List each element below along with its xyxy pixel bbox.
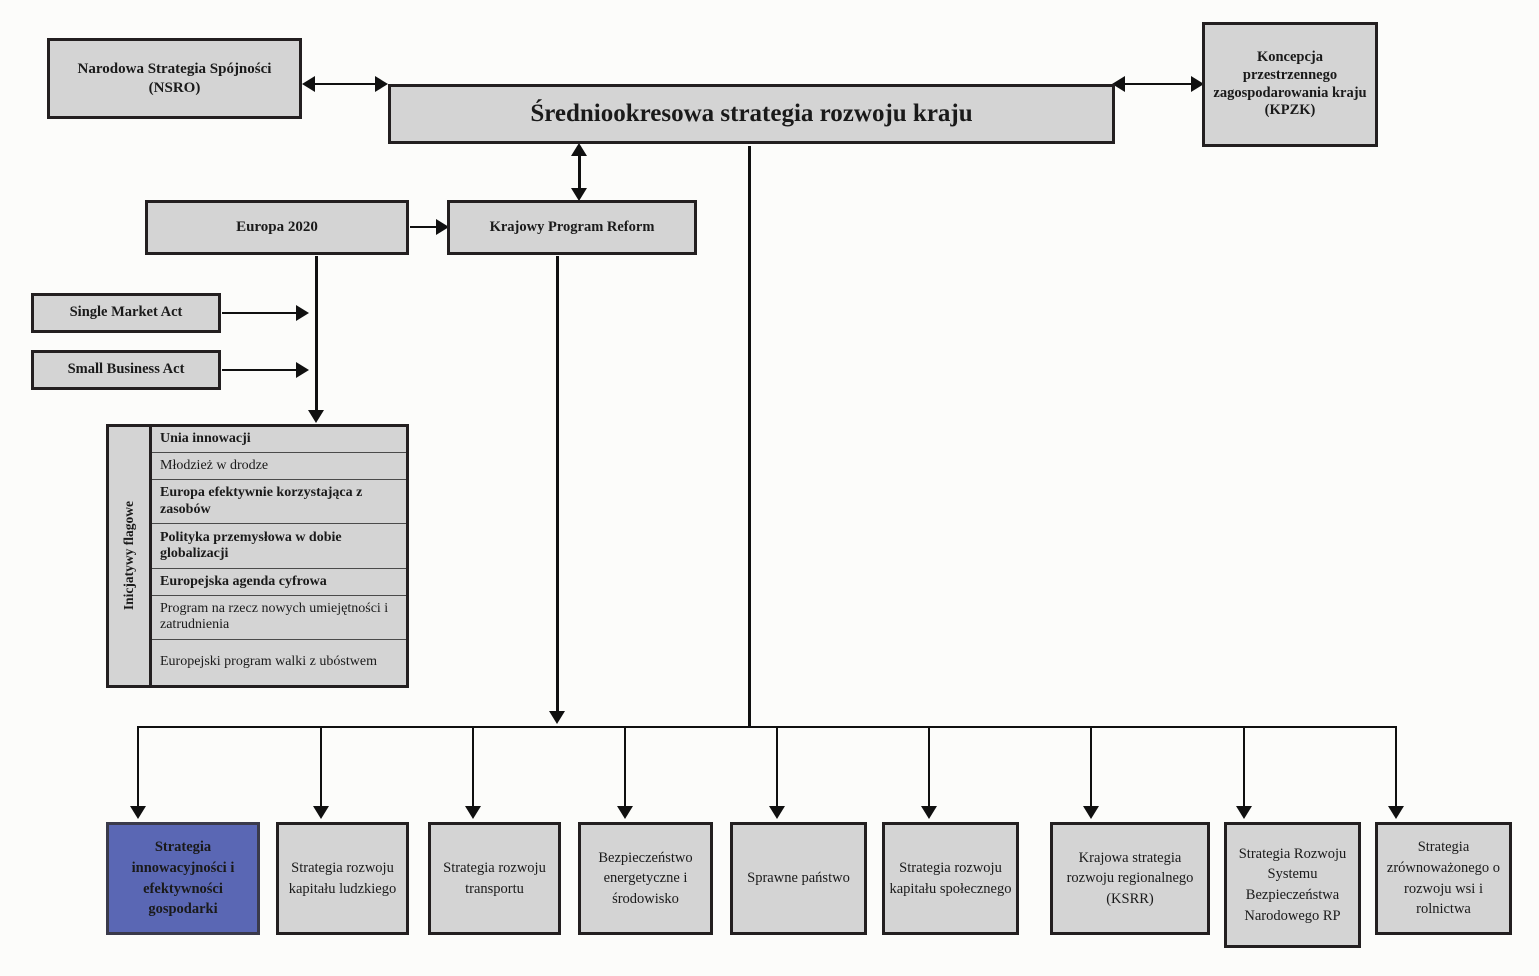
connector-europa-drop [315,256,318,413]
arrowhead-left-strategy-from-kpzk [1112,76,1125,92]
flagship-row[interactable]: Program na rzecz nowych umiejętności i z… [152,596,406,641]
box-kpzk[interactable]: Koncepcja przestrzennego zagospodarowani… [1202,22,1378,147]
box-small-business-act[interactable]: Small Business Act [31,350,221,390]
arrowhead-right-from-small-business [296,362,309,378]
flagship-row-label: Europejska agenda cyfrowa [160,573,327,589]
strategy-box-label: Strategia rozwoju transportu [443,859,546,897]
connector-kpzk-to-strategy [1118,83,1200,86]
strategy-box-transport[interactable]: Strategia rozwoju transportu [428,822,561,935]
strategy-box-label: Strategia zrównoważonego o rozwoju wsi i… [1386,839,1501,918]
drop-line-strategy-3 [472,726,475,810]
box-single-market-act-label: Single Market Act [69,304,183,321]
arrowhead-right-strategy-from-nsro [375,76,388,92]
box-krajowy-program-reform[interactable]: Krajowy Program Reform [447,200,697,255]
strategy-box-kapital-ludzki[interactable]: Strategia rozwoju kapitału ludzkiego [276,822,409,935]
flagship-initiatives-table: Inicjatywy flagowe Unia innowacji Młodzi… [106,424,409,688]
flagship-row-label: Polityka przemysłowa w dobie globalizacj… [160,529,342,562]
box-krajowy-program-reform-label: Krajowy Program Reform [489,218,655,235]
strategy-box-label: Strategia innowacyjności i efektywności … [131,839,235,918]
arrowhead-right-kpr-from-europa [436,219,449,235]
flagship-row-label: Młodzież w drodze [160,457,269,473]
flagship-initiatives-side-header: Inicjatywy flagowe [109,427,152,685]
distribution-bus [137,726,1397,729]
box-mid-term-strategy[interactable]: Średniookresowa strategia rozwoju kraju [388,84,1115,144]
strategy-box-srsbn[interactable]: Strategia Rozwoju Systemu Bezpieczeństwa… [1224,822,1361,948]
box-small-business-act-label: Small Business Act [67,361,185,378]
strategy-box-ksrr[interactable]: Krajowa strategia rozwoju regionalnego (… [1050,822,1210,935]
arrowhead-down-strategy-3 [465,806,481,819]
flagship-row[interactable]: Europejski program walki z ubóstwem [152,640,406,685]
flagship-row-label: Europa efektywnie korzystająca z zasobów [160,485,363,517]
connector-single-market-to-europa-line [222,312,300,315]
arrowhead-left-nsro [302,76,315,92]
arrowhead-down-strategy-9 [1388,806,1404,819]
strategy-box-label: Strategia rozwoju kapitału społecznego [889,859,1012,897]
flagship-row-label: Unia innowacji [160,431,251,447]
flagship-row-label: Program na rzecz nowych umiejętności i z… [160,600,389,633]
strategy-box-rozwoj-wsi[interactable]: Strategia zrównoważonego o rozwoju wsi i… [1375,822,1512,935]
strategy-box-label: Bezpieczeństwo energetyczne i środowisko [598,849,693,907]
drop-line-strategy-2 [320,726,323,810]
connector-strategy-drop-to-bus [748,146,751,728]
box-nsro-label: Narodowa Strategia Spójności (NSRO) [77,61,272,96]
flagship-row[interactable]: Młodzież w drodze [152,453,406,480]
arrowhead-down-kpr-to-bus [549,711,565,724]
connector-kpr-drop-to-bus [556,256,559,714]
arrowhead-down-strategy-6 [921,806,937,819]
drop-line-strategy-4 [624,726,627,810]
drop-line-strategy-1 [137,726,140,810]
flagship-row[interactable]: Europejska agenda cyfrowa [152,569,406,596]
connector-small-business-to-europa-line [222,369,300,372]
strategy-box-innowacyjnosci[interactable]: Strategia innowacyjności i efektywności … [106,822,260,935]
strategy-box-label: Sprawne państwo [747,870,850,887]
box-nsro[interactable]: Narodowa Strategia Spójności (NSRO) [47,38,302,119]
box-single-market-act[interactable]: Single Market Act [31,293,221,333]
arrowhead-right-kpzk [1191,76,1204,92]
box-mid-term-strategy-label: Średniookresowa strategia rozwoju kraju [530,99,973,127]
strategy-box-label: Strategia rozwoju kapitału ludzkiego [288,859,397,897]
arrowhead-up-strategy-from-kpr [571,143,587,156]
connector-nsro-to-strategy [308,83,384,86]
flagship-row-label: Europejski program walki z ubóstwem [160,654,377,670]
connector-europa-to-kpr [410,226,440,229]
flagship-initiatives-rows: Unia innowacji Młodzież w drodze Europa … [152,427,406,685]
strategy-box-bezpieczenstwo-energetyczne[interactable]: Bezpieczeństwo energetyczne i środowisko [578,822,713,935]
strategy-box-label: Krajowa strategia rozwoju regionalnego (… [1066,849,1194,907]
drop-line-strategy-6 [928,726,931,810]
strategy-box-sprawne-panstwo[interactable]: Sprawne państwo [730,822,867,935]
flagship-row[interactable]: Unia innowacji [152,427,406,454]
box-europa-2020-label: Europa 2020 [236,219,318,236]
arrowhead-down-strategy-2 [313,806,329,819]
strategy-box-label: Strategia Rozwoju Systemu Bezpieczeństwa… [1238,845,1347,924]
arrowhead-right-from-single-market [296,305,309,321]
box-europa-2020[interactable]: Europa 2020 [145,200,409,255]
drop-line-strategy-8 [1243,726,1246,810]
flagship-row[interactable]: Europa efektywnie korzystająca z zasobów [152,480,406,525]
drop-line-strategy-5 [776,726,779,810]
arrowhead-down-strategy-8 [1236,806,1252,819]
flagship-row[interactable]: Polityka przemysłowa w dobie globalizacj… [152,524,406,570]
box-kpzk-label: Koncepcja przestrzennego zagospodarowani… [1213,49,1367,119]
arrowhead-down-flagship [308,410,324,423]
drop-line-strategy-9 [1395,726,1398,810]
arrowhead-down-strategy-1 [130,806,146,819]
arrowhead-down-kpr [571,188,587,201]
drop-line-strategy-7 [1090,726,1093,810]
arrowhead-down-strategy-7 [1083,806,1099,819]
arrowhead-down-strategy-4 [617,806,633,819]
arrowhead-down-strategy-5 [769,806,785,819]
flagship-initiatives-side-label: Inicjatywy flagowe [121,501,136,611]
connector-strategy-to-kpr [578,146,581,198]
strategy-box-kapital-spoleczny[interactable]: Strategia rozwoju kapitału społecznego [882,822,1019,935]
